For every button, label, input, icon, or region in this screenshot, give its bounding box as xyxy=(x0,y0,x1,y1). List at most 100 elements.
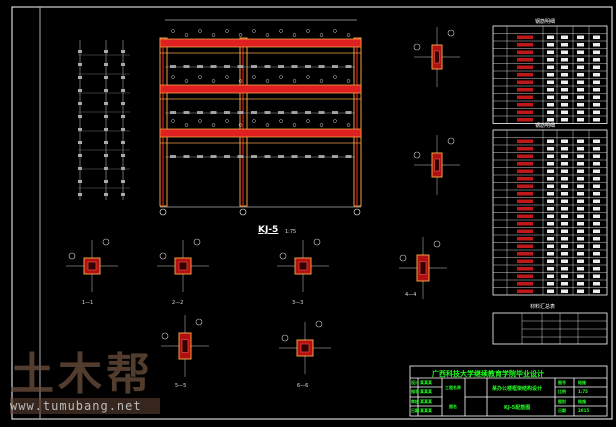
rebar-bubble xyxy=(279,29,283,33)
rebar-mark xyxy=(183,111,190,114)
watermark-logo: 土木帮 xyxy=(10,349,154,400)
rebar-shape xyxy=(517,282,533,286)
rebar-shape xyxy=(517,95,533,99)
rebar-mark xyxy=(332,65,338,68)
rebar-mark xyxy=(210,155,217,158)
rebar-shape xyxy=(517,88,533,92)
detail-mark xyxy=(104,154,108,157)
table-cell-value xyxy=(593,88,600,92)
table-cell-value xyxy=(593,177,600,181)
rebar-mark xyxy=(197,111,203,114)
column-sections xyxy=(66,27,460,377)
table-cell-value xyxy=(547,43,554,47)
rebar-shape xyxy=(517,184,533,188)
table-cell-value xyxy=(593,147,600,151)
table-cell-value xyxy=(593,222,600,226)
rebar-mark xyxy=(291,155,298,158)
table-cell-value xyxy=(561,289,568,293)
detail-mark xyxy=(121,102,125,105)
table-cell-value xyxy=(577,35,584,39)
frame-scale: 1:75 xyxy=(285,229,297,235)
rebar-mark xyxy=(278,155,284,158)
detail-mark xyxy=(104,76,108,79)
rebar-mark xyxy=(345,111,352,114)
rebar-bubble xyxy=(193,238,201,246)
rebar-bubble xyxy=(346,123,351,127)
rebar-bubble xyxy=(265,79,270,83)
table-cell-value xyxy=(577,199,584,203)
table-cell-value xyxy=(561,35,568,39)
table-cell-value xyxy=(561,50,568,54)
table-cell-value xyxy=(561,103,568,107)
table-cell-value xyxy=(577,274,584,278)
detail-mark xyxy=(78,154,82,157)
section-label: 6—6 xyxy=(297,383,309,389)
tb-cell: 某某某 xyxy=(420,399,432,404)
table-cell-value xyxy=(561,282,568,286)
rebar-mark xyxy=(305,111,311,114)
table-cell-value xyxy=(547,65,554,69)
table-cell-value xyxy=(561,177,568,181)
rebar-shape xyxy=(517,237,533,241)
table-cell-value xyxy=(593,259,600,263)
table-cell-value xyxy=(547,184,554,188)
column-core xyxy=(419,261,427,275)
table-cell-value xyxy=(561,237,568,241)
table-cell-value xyxy=(547,58,554,62)
detail-mark xyxy=(78,63,82,66)
table-cell-value xyxy=(593,207,600,211)
table-cell-value xyxy=(561,162,568,166)
tb-cell: 1:75 xyxy=(578,389,588,394)
table-cell-value xyxy=(547,88,554,92)
drawing-border xyxy=(11,6,613,420)
rebar-bubble xyxy=(319,79,324,83)
section-label: 1—1 xyxy=(82,300,94,306)
rebar-bubble xyxy=(238,123,243,127)
rebar-bubble xyxy=(279,119,283,123)
tb-cell: 指导 xyxy=(411,389,419,394)
table-cell-value xyxy=(593,214,600,218)
rebar-bubble xyxy=(211,79,216,83)
detail-mark xyxy=(121,115,125,118)
detail-mark xyxy=(104,180,108,183)
table-cell-value xyxy=(561,95,568,99)
rebar-mark xyxy=(210,111,217,114)
rebar-mark xyxy=(345,65,352,68)
detail-mark xyxy=(104,102,108,105)
rebar-shape xyxy=(517,118,533,122)
rebar-shape xyxy=(517,222,533,226)
table-cell-value xyxy=(547,222,554,226)
beam xyxy=(159,84,362,94)
rebar-bubble xyxy=(184,79,189,83)
axis-bubble xyxy=(239,208,247,216)
rebar-bubble xyxy=(292,123,297,127)
rebar-bubble xyxy=(433,240,441,248)
table-cell-value xyxy=(561,110,568,114)
table-cell-value xyxy=(561,80,568,84)
tb-cell: 2015 xyxy=(578,408,590,413)
rebar-bubble xyxy=(198,119,202,123)
detail-mark xyxy=(121,63,125,66)
rebar-bubble xyxy=(281,334,289,342)
rebar-bubble xyxy=(306,29,310,33)
rebar-mark xyxy=(251,111,257,114)
project-name: 某办公楼框架结构设计 xyxy=(492,386,543,392)
rebar-mark xyxy=(224,155,230,158)
rebar-bubble xyxy=(333,29,337,33)
table-cell-value xyxy=(561,252,568,256)
rebar-bubble xyxy=(211,123,216,127)
detail-mark xyxy=(78,141,82,144)
table-cell-value xyxy=(577,192,584,196)
table-cell-value xyxy=(547,252,554,256)
rebar-mark xyxy=(278,111,284,114)
tb-cell: 某某某 xyxy=(420,408,432,413)
table-cell-value xyxy=(547,282,554,286)
rebar-bubble xyxy=(252,75,256,79)
detail-mark xyxy=(104,193,108,196)
table-cell-value xyxy=(593,154,600,158)
rebar-mark xyxy=(318,65,325,68)
rebar-mark xyxy=(332,111,338,114)
table-cell-value xyxy=(593,274,600,278)
detail-mark xyxy=(121,167,125,170)
table-cell-value xyxy=(593,169,600,173)
